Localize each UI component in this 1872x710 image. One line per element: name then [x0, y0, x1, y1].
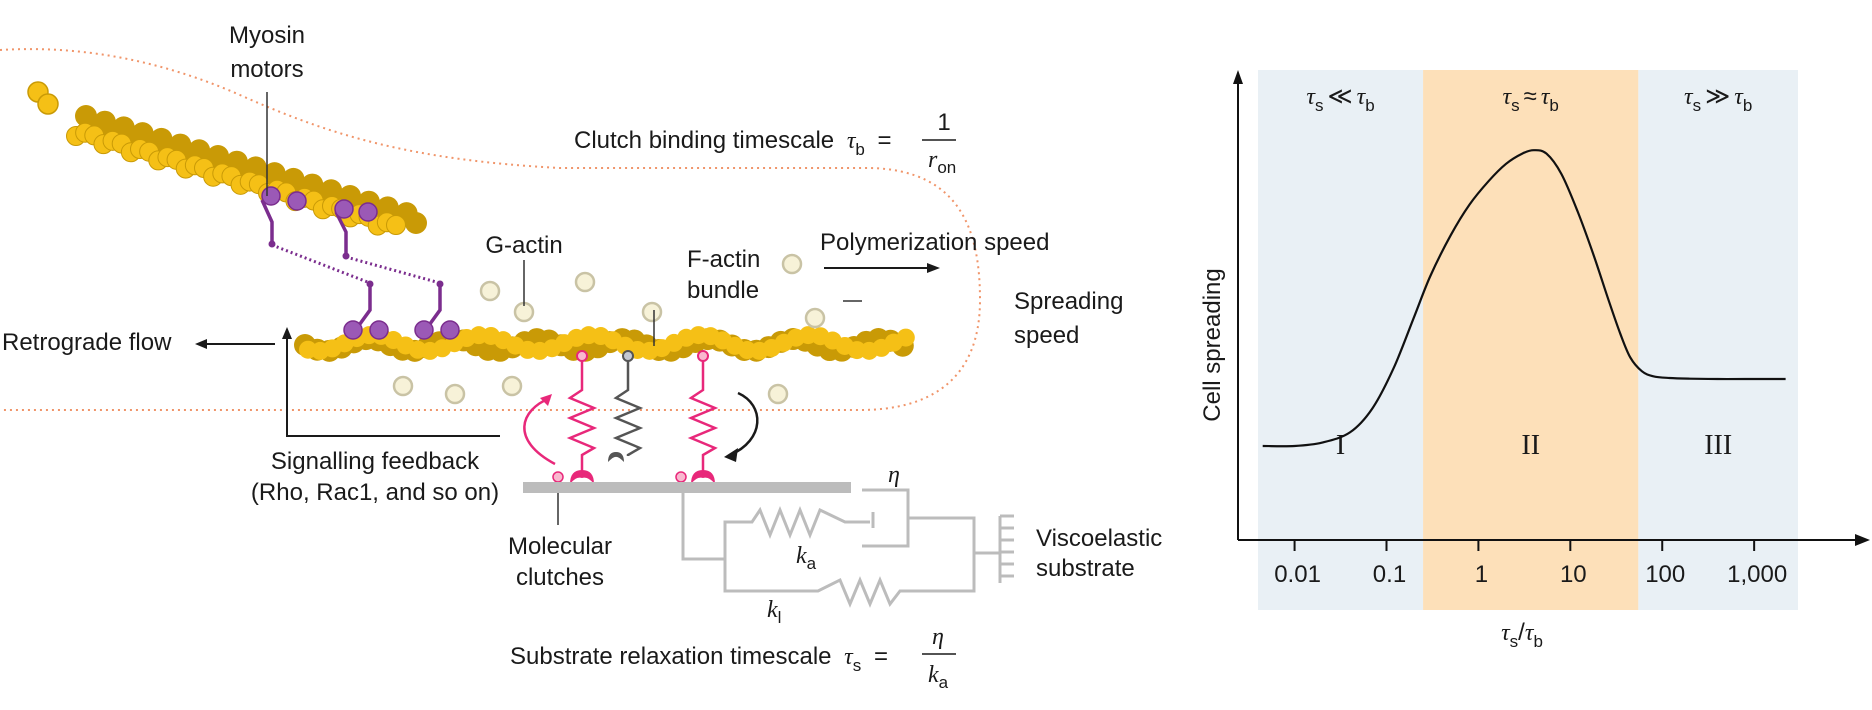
clutch-binding-text: Clutch binding timescale [574, 127, 834, 154]
x-ticks-layer: 0.01 0.1 1 10 100 1,000 [1274, 540, 1787, 588]
kl-label: kl [767, 597, 781, 627]
substrate-bar [523, 482, 851, 493]
f-actin-label-line2: bundle [687, 277, 759, 304]
region-3-numeral: III [1704, 430, 1732, 461]
molecular-clutch-2 [675, 350, 719, 484]
sub-l: l [778, 608, 782, 627]
x-axis [1238, 534, 1870, 546]
y-axis-label: Cell spreading [1200, 268, 1226, 421]
sub-a: a [939, 673, 949, 692]
tau-symbol: τ [847, 128, 857, 154]
x-tick-label: 0.01 [1274, 561, 1321, 588]
actin-subunit [896, 328, 915, 347]
unbound-clutch [608, 350, 644, 462]
cell-membrane-outline [0, 48, 982, 411]
k-symbol: k [796, 543, 807, 569]
g-actin-monomer [641, 301, 663, 323]
g-actin-monomers [392, 253, 826, 405]
r-symbol: r [928, 147, 938, 173]
g-actin-label: G-actin [485, 232, 562, 259]
fraction-numerator-eta: η [932, 624, 944, 650]
k-symbol: k [928, 662, 939, 688]
viscoelastic-label-line2: substrate [1036, 555, 1135, 582]
k-symbol: k [767, 597, 778, 623]
actin-subunit [386, 215, 406, 235]
regions-layer [1258, 70, 1798, 610]
molecular-clutch-1 [552, 350, 598, 484]
fraction-denominator-r-on: ron [928, 147, 956, 177]
molecular-clutch-diagram: Myosin motors Clutch binding timescale τ… [0, 22, 1162, 692]
pink-arrowhead [540, 394, 552, 406]
sub-b: b [855, 140, 864, 159]
f-actin-bundle [294, 326, 915, 362]
black-arrowhead [724, 448, 738, 462]
y-axis [1233, 70, 1243, 540]
myosin-motor-bottom-2 [414, 280, 460, 340]
retrograde-flow-arrow [195, 339, 275, 349]
myosin-label-line2: motors [230, 56, 303, 83]
substrate-relaxation-text: Substrate relaxation timescale [510, 643, 832, 670]
g-actin-monomer [804, 307, 826, 329]
region-1-numeral: I [1336, 430, 1345, 461]
myosin-motor-top-1 [260, 186, 307, 248]
region-2-condition: τs≈τb [1503, 83, 1559, 115]
region-2-numeral: II [1521, 430, 1540, 461]
g-actin-monomer [479, 280, 501, 302]
fraction-denominator-ka: ka [928, 662, 949, 692]
tau-symbol: τ [844, 644, 854, 670]
f-actin-label-line1: F-actin [687, 246, 760, 273]
x-tick-label: 1 [1475, 561, 1488, 588]
region-3-condition: τs≫τb [1684, 83, 1752, 115]
equals-sign: = [874, 643, 888, 670]
x-tick-label: 1,000 [1727, 561, 1787, 588]
region-1-condition: τs≪τb [1306, 83, 1374, 115]
viscoelastic-model [681, 488, 1014, 608]
fraction-numerator-one: 1 [937, 109, 950, 136]
x-axis-label: τs/τb [1501, 619, 1543, 651]
molecular-clutches-line1: Molecular [508, 533, 612, 560]
actin-subunit [37, 93, 59, 115]
region-2-band [1423, 70, 1639, 610]
g-actin-monomer [392, 375, 414, 397]
g-actin-monomer [781, 253, 803, 275]
equals-sign: = [878, 127, 892, 154]
myosin-tail-2 [345, 255, 441, 285]
substrate-relaxation-label: Substrate relaxation timescale τs = [510, 643, 888, 677]
clutch-curved-arrow-black [729, 391, 759, 457]
x-tick-label: 100 [1645, 561, 1685, 588]
x-tick-label: 0.1 [1373, 561, 1406, 588]
cell-spreading-curve [1262, 149, 1786, 448]
region-1-band [1258, 70, 1424, 610]
clutch-binding-label: Clutch binding timescale τb = [574, 127, 892, 161]
signalling-curved-arrow-pink [523, 396, 556, 466]
spreading-label-line1: Spreading [1014, 288, 1123, 315]
sub-a: a [807, 554, 817, 573]
g-actin-monomer [767, 383, 789, 405]
myosin-tail-1 [271, 243, 371, 285]
signalling-feedback-arrow [282, 327, 500, 437]
retrograde-flow-label: Retrograde flow [2, 329, 172, 356]
actin-subunit [405, 212, 427, 234]
molecular-clutches-line2: clutches [516, 564, 604, 591]
g-actin-monomer [444, 383, 466, 405]
g-actin-monomer [501, 375, 523, 397]
signalling-label-line1: Signalling feedback [271, 448, 480, 475]
eta-label: η [888, 462, 900, 488]
polymerization-label: Polymerization speed [820, 229, 1049, 256]
ka-label: ka [796, 543, 817, 573]
sub-on: on [937, 158, 956, 177]
spreading-label-line2: speed [1014, 322, 1079, 349]
myosin-motor-top-2 [334, 199, 378, 260]
viscoelastic-label-line1: Viscoelastic [1036, 525, 1162, 552]
sub-s: s [853, 656, 862, 675]
signalling-label-line2: (Rho, Rac1, and so on) [251, 479, 499, 506]
x-tick-label: 10 [1560, 561, 1587, 588]
g-actin-monomer [574, 271, 596, 293]
region-3-band [1638, 70, 1798, 610]
myosin-label-line1: Myosin [229, 22, 305, 49]
polymerization-arrow [824, 263, 940, 273]
myosin-motor-bottom-1 [343, 280, 389, 340]
